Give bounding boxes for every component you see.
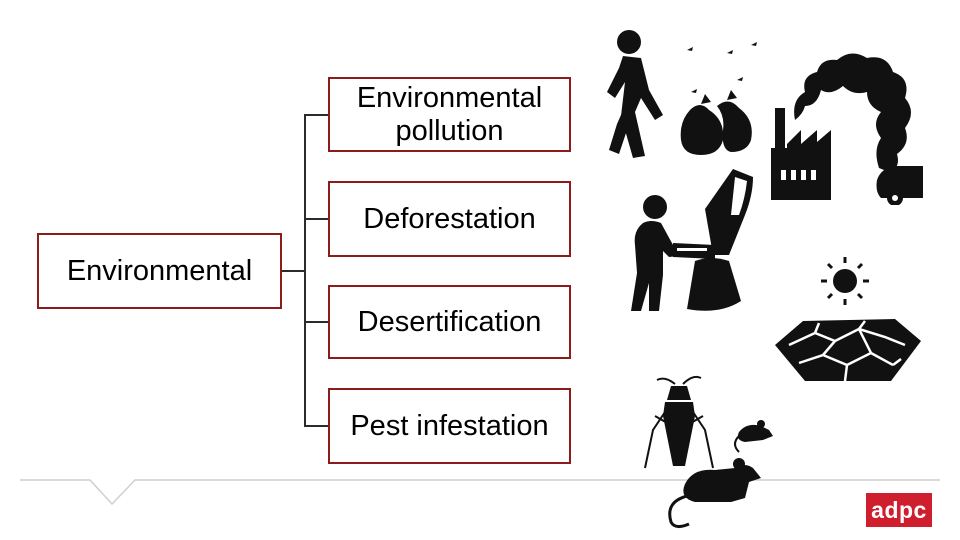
connector-branch-3 xyxy=(304,425,328,427)
root-label: Environmental xyxy=(66,254,253,287)
desertification-icon xyxy=(775,257,921,382)
pollution-icon xyxy=(607,30,923,205)
connector-branch-0 xyxy=(304,114,328,116)
adpc-logo: adpc xyxy=(866,493,932,527)
logo-text: adpc xyxy=(871,496,927,523)
branch-node-pest: Pest infestation xyxy=(328,388,571,464)
pest-icon xyxy=(644,375,773,529)
branch-node-desertification: Desertification xyxy=(328,285,571,359)
connector-trunk xyxy=(304,114,306,427)
branch-node-deforestation: Deforestation xyxy=(328,181,571,257)
connector-branch-1 xyxy=(304,218,328,220)
branch-label-pollution: Environmental pollution xyxy=(356,82,543,147)
branch-label-pest: Pest infestation xyxy=(350,409,549,442)
branch-node-pollution: Environmental pollution xyxy=(328,77,571,152)
connector-branch-2 xyxy=(304,321,328,323)
root-node: Environmental xyxy=(37,233,282,309)
deforestation-icon xyxy=(631,169,753,311)
branch-label-deforestation: Deforestation xyxy=(363,202,536,235)
branch-label-desertification: Desertification xyxy=(357,305,542,338)
connector-root xyxy=(282,270,305,272)
